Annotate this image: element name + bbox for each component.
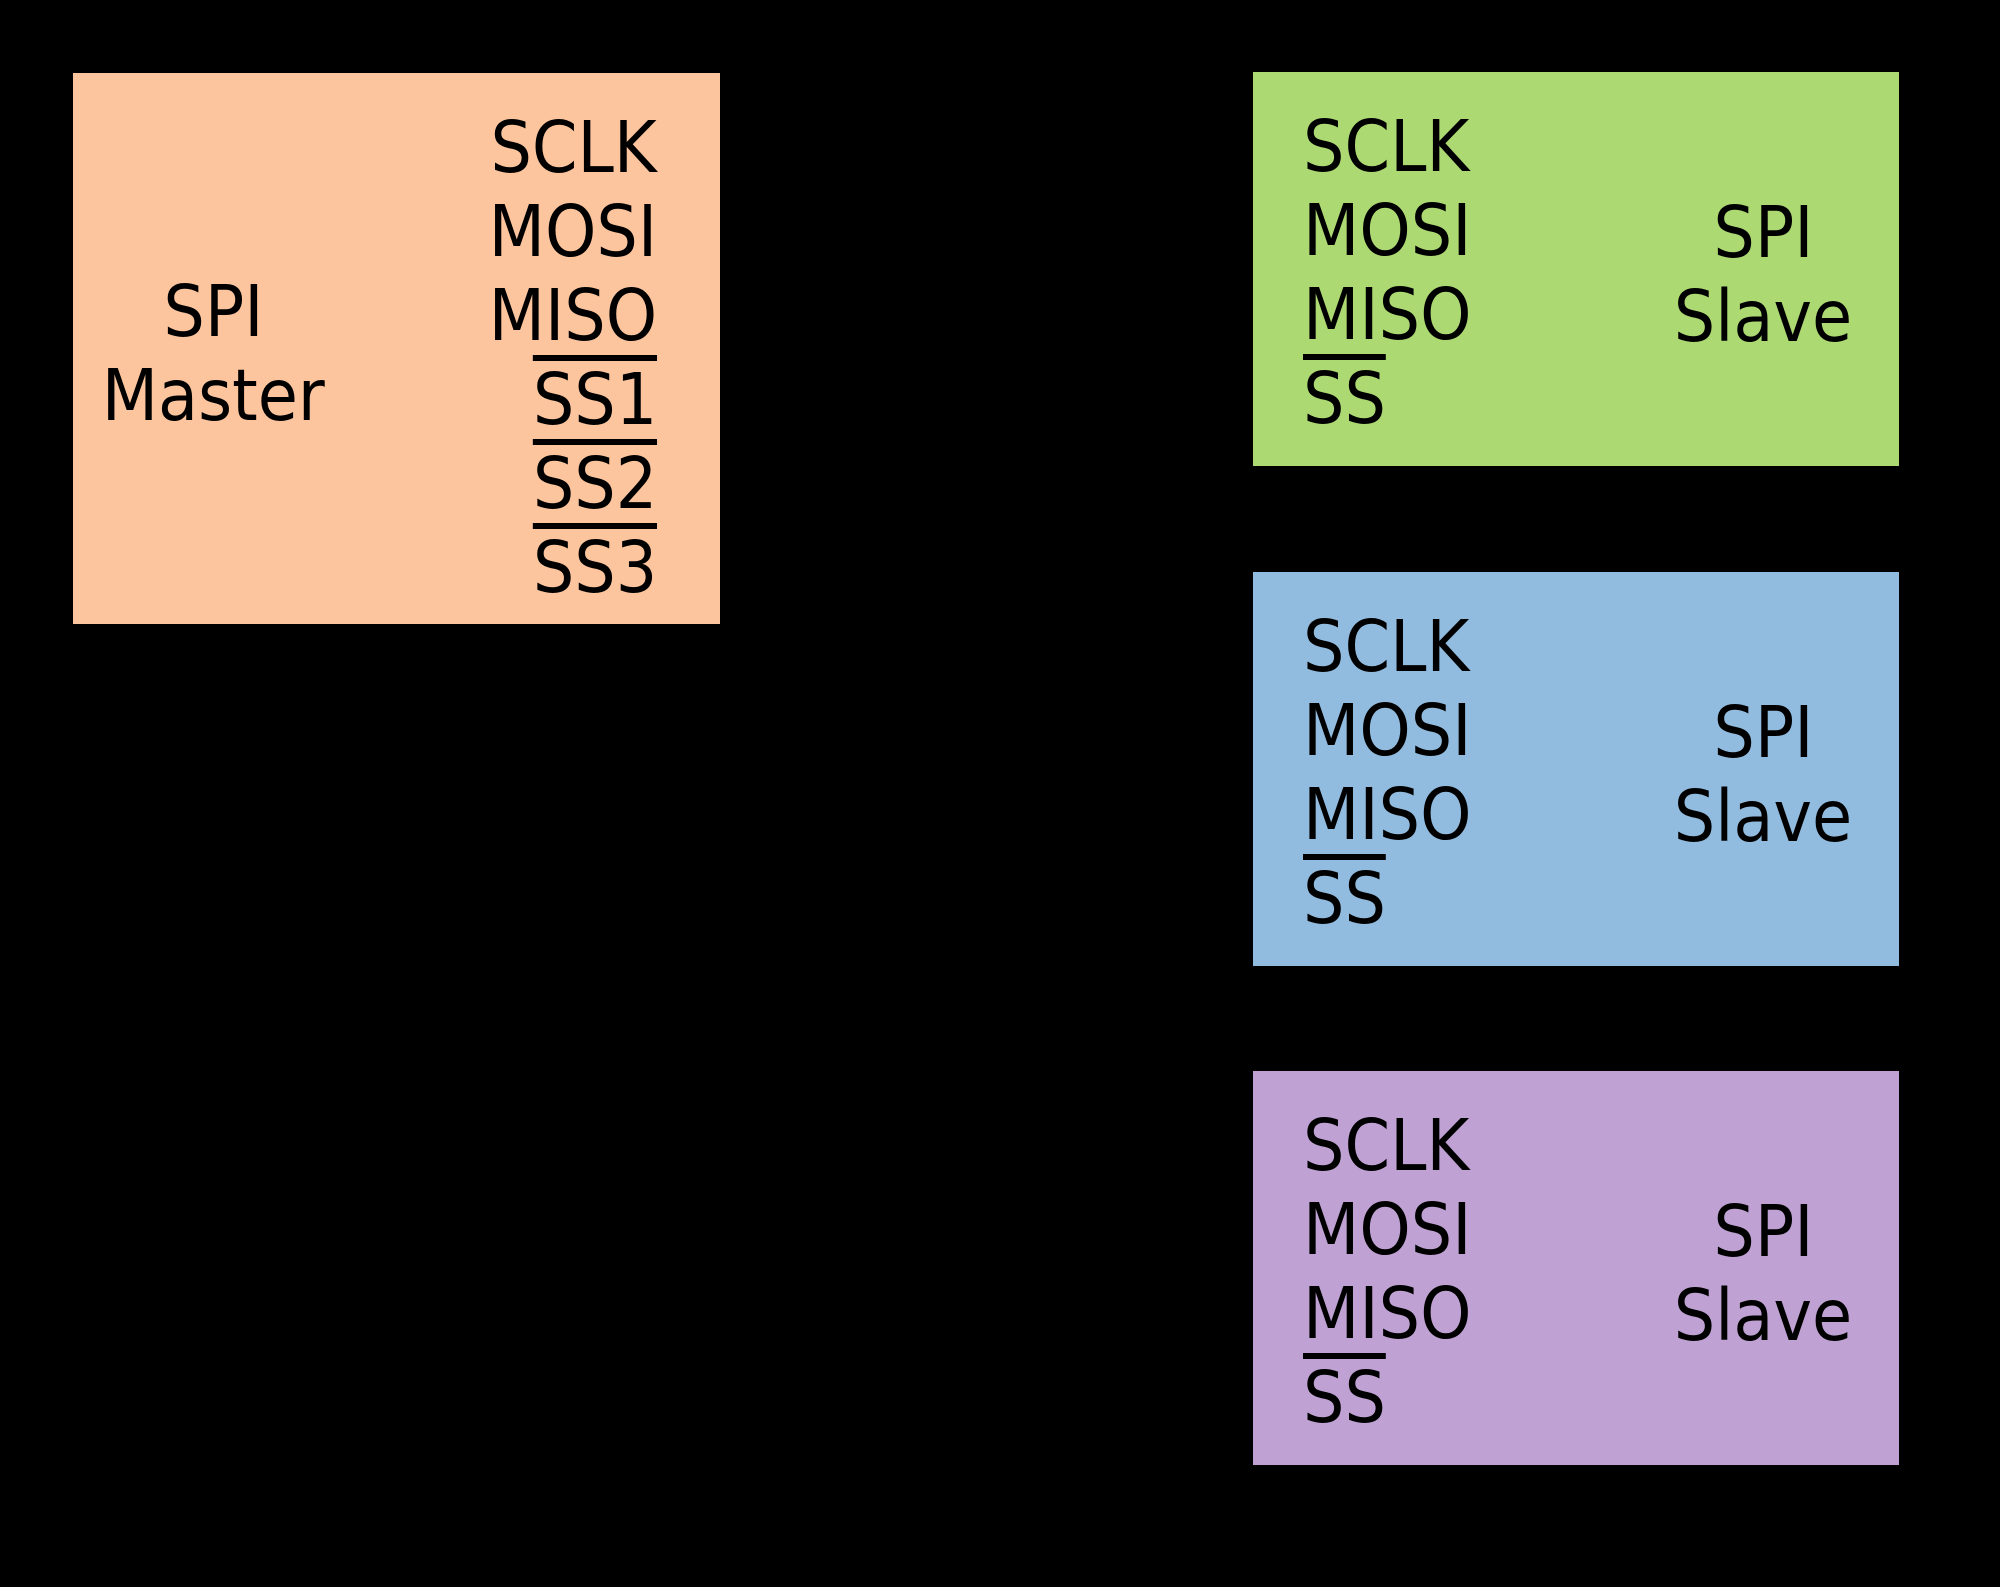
slave1-pin-ss: SS [1303,354,1387,440]
pin-row: SS2 [474,439,658,526]
master-pin-ss1: SS1 [532,355,658,441]
slave3-title-line1: SPI [1712,1190,1814,1273]
slave1-pin-list: SCLK MOSI MISO SS [1303,105,1486,441]
master-pin-ss2: SS2 [532,439,658,525]
slave1-title: SPI Slave [1633,191,1893,359]
slave2-pin-mosi: MOSI [1303,689,1472,772]
slave2-pin-miso: MISO [1303,773,1472,856]
slave3-title-line2: Slave [1673,1274,1853,1357]
pin-row: SS [1303,854,1486,941]
slave-title-row: Slave [1633,1274,1893,1358]
master-title: SPI Master [73,270,353,438]
spi-slave2-box: SCLK MOSI MISO SS SPI Slave [1253,572,1899,966]
slave-title-row: SPI [1633,691,1893,775]
slave2-pin-list: SCLK MOSI MISO SS [1303,605,1486,941]
slave-title-row: Slave [1633,775,1893,859]
spi-master-box: SPI Master SCLK MOSI MISO SS1 SS2 SS3 [73,73,720,624]
slave-title-row: Slave [1633,275,1893,359]
slave1-pin-mosi: MOSI [1303,189,1472,272]
pin-row: SS [1303,354,1486,441]
slave2-pin-ss: SS [1303,854,1387,940]
pin-row: SCLK [1303,105,1486,189]
master-pin-miso: MISO [488,274,657,357]
slave3-pin-miso: MISO [1303,1272,1472,1355]
slave2-title-line2: Slave [1673,775,1853,858]
pin-row: MOSI [1303,1188,1486,1272]
pin-row: MISO [1303,1272,1486,1356]
slave1-title-line1: SPI [1712,191,1814,274]
pin-row: MISO [1303,773,1486,857]
slave3-title: SPI Slave [1633,1190,1893,1358]
slave1-title-line2: Slave [1673,275,1853,358]
pin-row: MOSI [474,190,657,274]
slave2-title: SPI Slave [1633,691,1893,859]
slave3-pin-mosi: MOSI [1303,1188,1472,1271]
master-title-row: SPI [73,270,353,354]
slave1-pin-sclk: SCLK [1303,105,1470,188]
master-pin-list: SCLK MOSI MISO SS1 SS2 SS3 [474,106,658,610]
slave3-pin-sclk: SCLK [1303,1104,1470,1187]
slave3-pin-ss: SS [1303,1353,1387,1439]
master-title-line2: Master [101,354,325,437]
pin-row: SS1 [474,355,658,442]
master-pin-sclk: SCLK [490,106,657,189]
master-title-line1: SPI [162,270,264,353]
master-pin-mosi: MOSI [488,190,657,273]
slave1-pin-miso: MISO [1303,273,1472,356]
spi-slave1-box: SCLK MOSI MISO SS SPI Slave [1253,72,1899,466]
pin-row: MOSI [1303,189,1486,273]
slave2-title-line1: SPI [1712,691,1814,774]
master-title-row: Master [73,354,353,438]
pin-row: MISO [1303,273,1486,357]
master-pin-ss3: SS3 [532,523,658,609]
pin-row: SCLK [1303,605,1486,689]
slave-title-row: SPI [1633,191,1893,275]
slave-title-row: SPI [1633,1190,1893,1274]
slave3-pin-list: SCLK MOSI MISO SS [1303,1104,1486,1440]
slave2-pin-sclk: SCLK [1303,605,1470,688]
spi-slave3-box: SCLK MOSI MISO SS SPI Slave [1253,1071,1899,1465]
pin-row: SCLK [1303,1104,1486,1188]
pin-row: SS [1303,1353,1486,1440]
pin-row: MISO [474,274,657,358]
pin-row: MOSI [1303,689,1486,773]
pin-row: SCLK [474,106,657,190]
pin-row: SS3 [474,523,658,610]
